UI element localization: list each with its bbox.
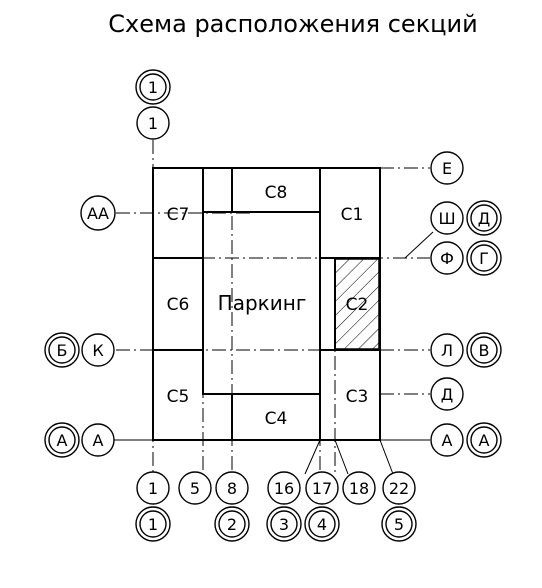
- axis-bottom-8: 8: [227, 479, 237, 498]
- axis-bottom-block-2: 2: [227, 515, 237, 534]
- building-plan: [152, 167, 381, 441]
- axis-bubbles-left: АА Б К А А: [44, 195, 116, 458]
- axis-bottom-block-3: 3: [279, 515, 289, 534]
- axis-right-d2: Д: [441, 385, 454, 404]
- axis-bubbles-right: Е Ш Д Ф Г Л В Д А А: [430, 151, 502, 458]
- section-c3-label: С3: [346, 387, 369, 407]
- axis-right-g: Г: [479, 249, 489, 268]
- axis-bottom-22: 22: [389, 479, 409, 498]
- axis-left-b: Б: [57, 341, 68, 360]
- axis-top-1-inner: 1: [148, 114, 158, 133]
- axis-left-a-inner: А: [93, 431, 104, 450]
- axis-bottom-16: 16: [274, 479, 294, 498]
- axis-bottom-18: 18: [349, 479, 369, 498]
- axis-right-a-outer: А: [479, 431, 490, 450]
- section-c2-label: С2: [346, 295, 369, 315]
- axis-bottom-5: 5: [190, 479, 200, 498]
- axis-right-d: Д: [478, 209, 491, 228]
- axis-left-aa: АА: [87, 204, 109, 223]
- axis-bubbles-top: 1 1: [135, 69, 171, 140]
- axis-right-l: Л: [441, 341, 453, 360]
- axis-bottom-block-5: 5: [394, 515, 404, 534]
- axis-right-a-inner: А: [442, 431, 453, 450]
- section-labels: С7 С8 С1 С6 С2 С5 С3 С4 Паркинг: [167, 183, 369, 429]
- section-c6-label: С6: [167, 295, 190, 315]
- axis-bubbles-bottom-row2: 1 2 3 4 5: [135, 506, 417, 542]
- section-c2-hatch: [334, 258, 380, 350]
- scheme-title: Схема расположения секций: [108, 10, 477, 38]
- section-c5-label: С5: [167, 387, 190, 407]
- axis-right-sh: Ш: [438, 209, 455, 228]
- axis-right-e: Е: [442, 159, 452, 178]
- section-c4-label: С4: [265, 409, 288, 429]
- building-outline: [152, 167, 381, 441]
- axis-bottom-block-1: 1: [148, 515, 158, 534]
- axis-left-k: К: [92, 341, 104, 360]
- axis-top-1-outer: 1: [148, 78, 158, 97]
- section-c7-label: С7: [167, 205, 190, 225]
- section-c8-label: С8: [265, 183, 288, 203]
- axis-bottom-17: 17: [312, 479, 332, 498]
- parking-courtyard: [202, 211, 321, 395]
- axis-bottom-1: 1: [148, 479, 158, 498]
- axis-right-v: В: [479, 341, 490, 360]
- axis-bubbles-bottom-row1: 1 5 8 16 17 18 22: [136, 471, 416, 505]
- axis-left-a-outer: А: [57, 431, 68, 450]
- section-c1-label: С1: [341, 205, 364, 225]
- axis-right-f: Ф: [440, 249, 454, 268]
- axis-bottom-block-4: 4: [317, 515, 327, 534]
- parking-label: Паркинг: [218, 291, 307, 315]
